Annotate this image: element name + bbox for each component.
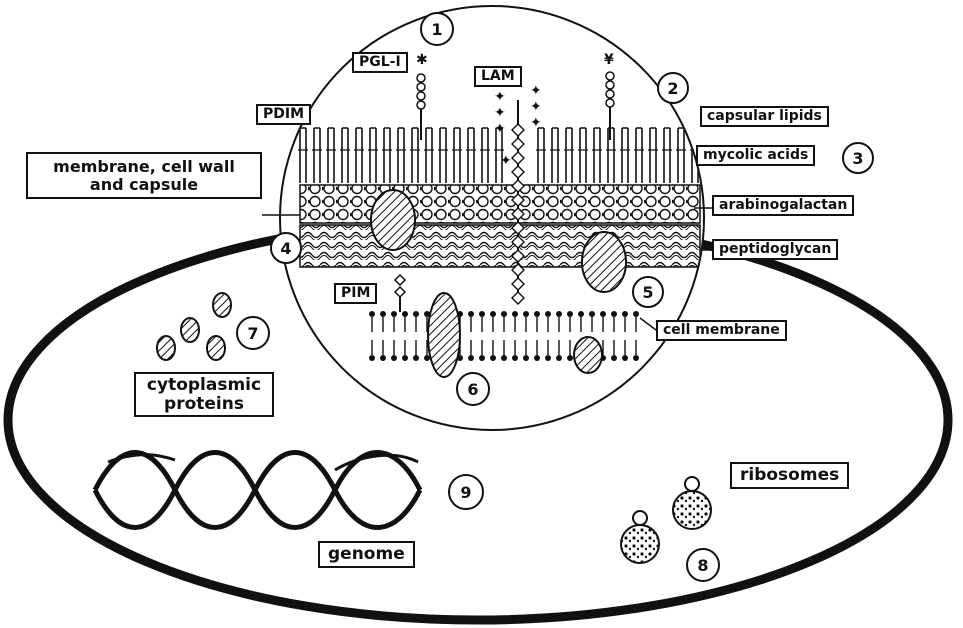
callout-8: 8 xyxy=(686,548,720,582)
membrane-protein-1 xyxy=(428,293,460,377)
svg-text:✦: ✦ xyxy=(530,115,542,131)
membrane-wall-capsule-line1: membrane, cell wall xyxy=(34,158,254,176)
lam-label: LAM xyxy=(474,66,522,87)
mycolic-acids-label: mycolic acids xyxy=(696,145,815,166)
envelope-protein-1 xyxy=(371,190,415,250)
cytoplasmic-proteins-line2: proteins xyxy=(140,395,268,414)
genome-dna xyxy=(95,453,420,528)
genome-label: genome xyxy=(318,541,415,568)
svg-text:¥: ¥ xyxy=(604,52,614,68)
cytoplasmic-proteins-line1: cytoplasmic xyxy=(140,376,268,395)
svg-text:✦: ✦ xyxy=(494,89,506,105)
pim-label: PIM xyxy=(334,283,377,304)
peptidoglycan-layer xyxy=(300,225,700,267)
callout-4: 4 xyxy=(270,232,302,264)
svg-text:✦: ✦ xyxy=(530,83,542,99)
membrane-wall-capsule-line2: and capsule xyxy=(34,176,254,194)
pgl1-label: PGL-I xyxy=(352,52,408,73)
callout-9: 9 xyxy=(448,474,484,510)
arabinogalactan-layer xyxy=(300,185,700,223)
callout-7: 7 xyxy=(236,316,270,350)
callout-6: 6 xyxy=(456,372,490,406)
membrane-wall-capsule-label: membrane, cell wall and capsule xyxy=(26,152,262,199)
ribosomes-label: ribosomes xyxy=(730,462,849,489)
cytoplasmic-protein-cluster xyxy=(157,293,231,360)
cytoplasmic-proteins-label: cytoplasmic proteins xyxy=(134,372,274,417)
svg-text:✦: ✦ xyxy=(530,99,542,115)
cell-membrane-label: cell membrane xyxy=(656,320,787,341)
callout-3: 3 xyxy=(842,142,874,174)
svg-text:✱: ✱ xyxy=(416,52,428,68)
arabinogalactan-label: arabinogalactan xyxy=(712,195,854,216)
capsular-lipids-label: capsular lipids xyxy=(700,106,829,127)
svg-text:✦: ✦ xyxy=(494,121,506,137)
svg-text:✦: ✦ xyxy=(500,153,512,169)
pdim-label: PDIM xyxy=(256,104,311,125)
callout-2: 2 xyxy=(657,72,689,104)
callout-5: 5 xyxy=(632,276,664,308)
peptidoglycan-label: peptidoglycan xyxy=(712,239,838,260)
envelope-protein-2 xyxy=(582,232,626,292)
callout-1: 1 xyxy=(420,12,454,46)
svg-text:✦: ✦ xyxy=(494,105,506,121)
membrane-protein-2 xyxy=(574,337,602,373)
